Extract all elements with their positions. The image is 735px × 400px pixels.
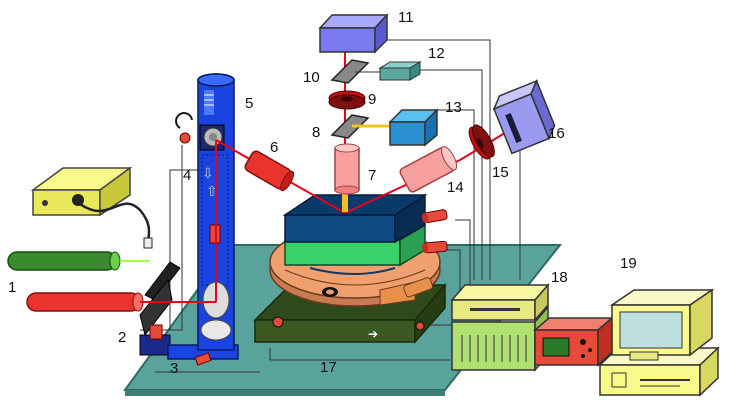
goniometer-tower: ⇩ ⇧ — [167, 73, 239, 366]
collection-lens-14 — [399, 146, 458, 193]
label-3: 3 — [170, 360, 178, 377]
polarizer-9 — [328, 90, 366, 110]
label-16: 16 — [548, 125, 565, 142]
label-11: 11 — [398, 9, 414, 26]
camera-12 — [355, 61, 422, 81]
label-17: 17 — [320, 359, 337, 376]
signal-analyzer — [532, 316, 615, 367]
label-19: 19 — [620, 255, 637, 272]
focusing-lens — [244, 150, 295, 192]
label-14: 14 — [447, 179, 464, 196]
micrometer-knobs — [403, 209, 448, 298]
polarizer-15 — [468, 124, 495, 160]
green-laser — [7, 251, 150, 271]
detector-16 — [492, 78, 556, 155]
label-9: 9 — [368, 91, 376, 108]
controller-18 — [450, 282, 550, 373]
beam-splitter-10 — [330, 59, 370, 84]
mirror-2 — [139, 261, 181, 356]
spectrometer-11 — [318, 13, 389, 54]
label-5: 5 — [245, 95, 253, 112]
label-4: 4 — [183, 167, 191, 184]
label-12: 12 — [428, 45, 445, 62]
label-8: 8 — [312, 124, 320, 141]
computer-19 — [598, 288, 720, 397]
label-1: 1 — [8, 279, 16, 296]
power-supply — [30, 166, 153, 249]
label-7: 7 — [368, 167, 376, 184]
label-6: 6 — [270, 139, 278, 156]
sample — [282, 193, 428, 244]
svg-text:⇧: ⇧ — [206, 183, 218, 199]
red-laser — [26, 292, 144, 312]
svg-text:⇩: ⇩ — [202, 165, 214, 181]
label-2: 2 — [118, 329, 126, 346]
callout-labels: 1 2 3 4 5 6 7 8 9 10 11 12 13 14 15 16 1… — [8, 9, 637, 377]
objective-lens — [334, 143, 360, 195]
label-10: 10 — [303, 69, 320, 86]
label-15: 15 — [492, 164, 509, 181]
label-13: 13 — [445, 99, 462, 116]
svg-text:➔: ➔ — [368, 327, 378, 341]
illumination-source-13 — [388, 108, 439, 147]
label-18: 18 — [551, 269, 568, 286]
beam-spot-column — [342, 190, 348, 212]
